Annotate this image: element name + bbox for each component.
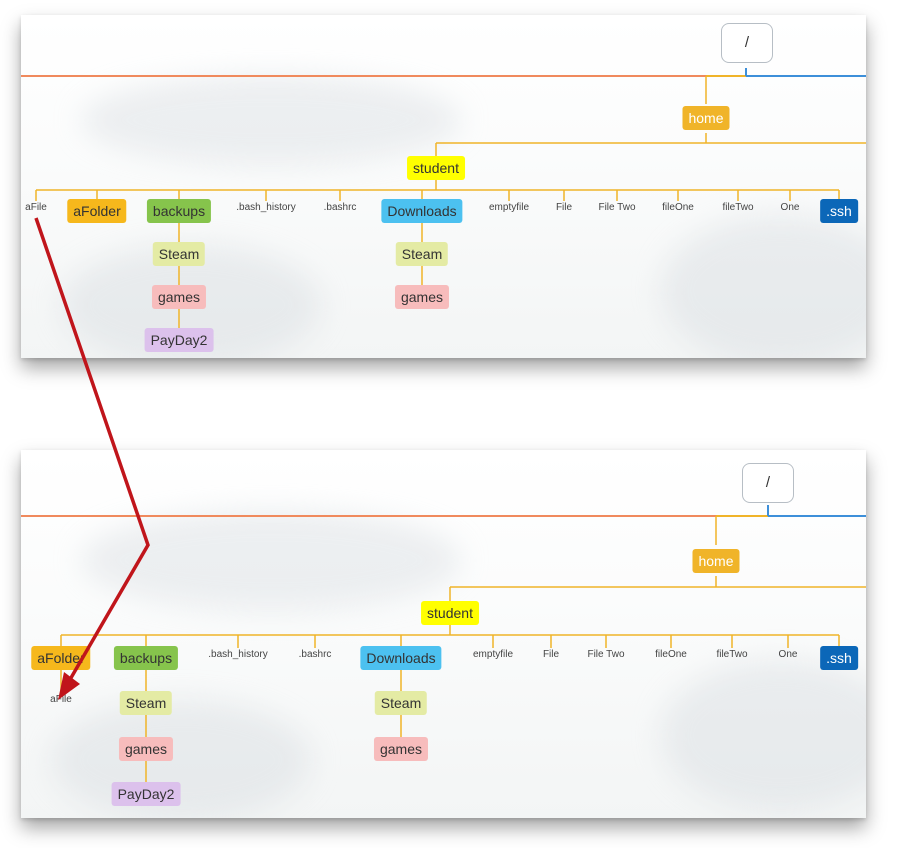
tree-connectors <box>21 505 866 782</box>
before-tree-panel: / home student aFile aFolder backups .ba… <box>21 15 866 358</box>
backups-steam-node[interactable]: Steam <box>152 242 206 266</box>
payday2-node[interactable]: PayDay2 <box>144 328 214 352</box>
payday2-node[interactable]: PayDay2 <box>111 782 181 806</box>
tree-connectors <box>21 68 866 329</box>
fileone-node[interactable]: fileOne <box>655 649 687 660</box>
filetwo-node[interactable]: fileTwo <box>722 202 754 213</box>
bash-history-node[interactable]: .bash_history <box>208 649 268 660</box>
backups-games-node[interactable]: games <box>151 285 207 309</box>
downloads-node[interactable]: Downloads <box>381 199 463 223</box>
student-node[interactable]: student <box>421 601 479 625</box>
filetwo-node[interactable]: fileTwo <box>716 649 748 660</box>
ssh-node[interactable]: .ssh <box>820 199 858 223</box>
file-node[interactable]: File <box>555 202 573 213</box>
root-node[interactable]: / <box>721 23 773 63</box>
backups-node[interactable]: backups <box>113 646 179 670</box>
fileone-node[interactable]: fileOne <box>662 202 694 213</box>
downloads-games-node[interactable]: games <box>394 285 450 309</box>
downloads-games-node[interactable]: games <box>373 737 429 761</box>
emptyfile-node[interactable]: emptyfile <box>472 649 514 660</box>
mist-background <box>51 700 311 818</box>
one-node[interactable]: One <box>778 649 798 660</box>
mist-background <box>81 75 461 165</box>
home-node[interactable]: home <box>692 549 740 573</box>
emptyfile-node[interactable]: emptyfile <box>488 202 530 213</box>
student-node[interactable]: student <box>407 156 465 180</box>
file-two-node[interactable]: File Two <box>598 202 636 213</box>
bashrc-node[interactable]: .bashrc <box>323 202 357 213</box>
downloads-node[interactable]: Downloads <box>360 646 442 670</box>
home-node[interactable]: home <box>682 106 730 130</box>
afolder-node[interactable]: aFolder <box>31 646 91 670</box>
backups-games-node[interactable]: games <box>118 737 174 761</box>
ssh-node[interactable]: .ssh <box>820 646 858 670</box>
mist-background <box>661 660 866 810</box>
file-node[interactable]: File <box>542 649 560 660</box>
downloads-steam-node[interactable]: Steam <box>395 242 449 266</box>
afile-node[interactable]: aFile <box>50 694 72 705</box>
backups-node[interactable]: backups <box>146 199 212 223</box>
afolder-node[interactable]: aFolder <box>67 199 127 223</box>
downloads-steam-node[interactable]: Steam <box>374 691 428 715</box>
root-node[interactable]: / <box>742 463 794 503</box>
bash-history-node[interactable]: .bash_history <box>236 202 296 213</box>
after-tree-panel: / home student aFolder backups .bash_his… <box>21 450 866 818</box>
one-node[interactable]: One <box>780 202 800 213</box>
afile-node[interactable]: aFile <box>25 202 47 213</box>
backups-steam-node[interactable]: Steam <box>119 691 173 715</box>
bashrc-node[interactable]: .bashrc <box>298 649 332 660</box>
file-two-node[interactable]: File Two <box>587 649 625 660</box>
mist-background <box>661 215 866 358</box>
